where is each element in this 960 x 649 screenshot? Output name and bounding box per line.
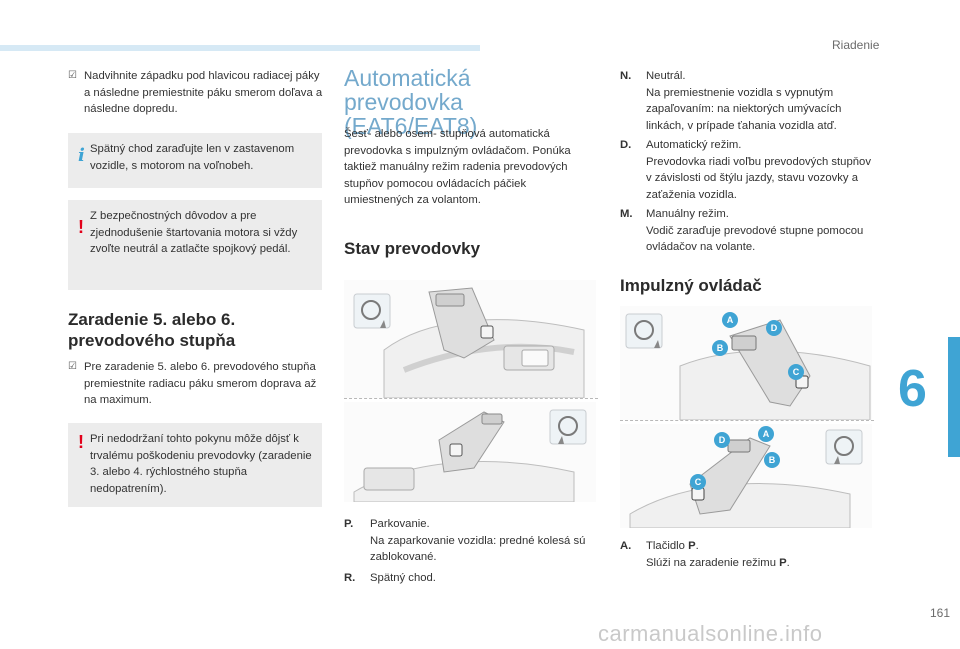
impulse-selector-illustration: A D B C (620, 424, 872, 529)
page-number: 161 (930, 606, 951, 620)
watermark: carmanualsonline.info (598, 621, 823, 646)
warning-note-text: Z bezpečnostných dôvodov a pre zjednoduš… (90, 210, 298, 255)
warning-note: ! Pri nedodržaní tohto pokynu môže dôjsť… (68, 423, 322, 507)
def-line2: Na zaparkovanie vozidla: predné kolesá s… (370, 534, 586, 564)
section-heading: Zaradenie 5. alebo 6. prevodového stupňa (68, 310, 236, 350)
impulse-selector-illustration: A D B C (620, 306, 872, 421)
bullet-gear: ☑ Pre zaradenie 5. alebo 6. prevodového … (68, 359, 324, 409)
label-a: A (758, 426, 774, 442)
def-line1: Automatický režim. (646, 139, 742, 151)
def-text: Tlačidlo (646, 540, 689, 552)
impulse-selector-drawing (625, 313, 871, 421)
def-bold: P (779, 556, 787, 569)
warning-icon: ! (78, 217, 84, 237)
bullet-icon: ☑ (68, 361, 77, 372)
chapter-number: 6 (898, 360, 927, 418)
gear-def-p: P. Parkovanie. Na zaparkovanie vozidla: … (344, 516, 598, 566)
label-a: A (722, 312, 738, 328)
figure-divider (620, 420, 874, 421)
def-key: A. (620, 540, 632, 552)
def-line2: Slúži na zaradenie režimu P. (646, 555, 874, 572)
def-line2: Vodič zaraďuje prevodové stupne pomocou … (646, 224, 864, 254)
def-line1: Manuálny režim. (646, 208, 729, 220)
button-def-a: A. Tlačidlo P. Slúži na zaradenie režimu… (620, 538, 874, 571)
info-note: i Spätný chod zaraďujte len v zastavenom… (68, 133, 322, 188)
page-title: Automatická prevodovka (EAT6/EAT8) (344, 65, 478, 139)
info-note-text: Spätný chod zaraďujte len v zastavenom v… (90, 143, 295, 172)
gear-selector-illustration (344, 280, 596, 399)
warning-note-text: Pri nedodržaní tohto pokynu môže dôjsť k… (90, 433, 312, 495)
label-b: B (712, 340, 728, 356)
def-text: Slúži na zaradenie režimu (646, 556, 780, 569)
label-c: C (690, 474, 706, 490)
def-line2: Na premiestnenie vozidla s vypnutým zapa… (646, 86, 842, 132)
def-key: M. (620, 208, 633, 220)
gear-selector-drawing (353, 287, 585, 399)
header-bar (0, 45, 480, 51)
intro-paragraph: Šesť- alebo osem- stupňová automatická p… (344, 128, 571, 206)
gear-selector-illustration (344, 402, 596, 503)
gear-selector-drawing (353, 409, 587, 503)
gear-def-n: N. Neutrál. Na premiestnenie vozidla s v… (620, 68, 874, 134)
def-line2: Prevodovka riadi voľbu prevodových stupň… (646, 155, 871, 201)
def-line1: Tlačidlo P. (646, 538, 874, 555)
bullet-lever: ☑ Nadvihnite západku pod hlavicou radiac… (68, 68, 324, 118)
gear-def-d: D. Automatický režim. Prevodovka riadi v… (620, 137, 874, 203)
chapter-title: Riadenie (832, 38, 880, 52)
def-key: D. (620, 139, 632, 151)
label-d: D (714, 432, 730, 448)
warning-icon: ! (78, 432, 84, 452)
info-icon: i (78, 145, 85, 166)
section-heading: Stav prevodovky (344, 239, 481, 258)
bullet-text: Pre zaradenie 5. alebo 6. prevodového st… (84, 361, 317, 406)
gear-def-m: M. Manuálny režim. Vodič zaraďuje prevod… (620, 206, 874, 256)
def-key: N. (620, 70, 632, 82)
chapter-tab: 6 (898, 337, 960, 457)
gear-def-r: R. Spätný chod. (344, 570, 598, 587)
def-text: . (786, 556, 790, 569)
def-line1: Neutrál. (646, 70, 686, 82)
def-bold: P (688, 540, 696, 552)
label-c: C (788, 364, 804, 380)
bullet-text: Nadvihnite západku pod hlavicou radiacej… (84, 70, 323, 115)
warning-note: ! Z bezpečnostných dôvodov a pre zjednod… (68, 200, 322, 290)
def-line1: Parkovanie. (370, 518, 430, 530)
chapter-stripe (948, 337, 960, 457)
def-key: R. (344, 572, 356, 584)
section-heading: Impulzný ovládač (620, 276, 762, 295)
def-text: . (695, 540, 699, 552)
def-key: P. (344, 518, 354, 530)
def-line1: Spätný chod. (370, 572, 436, 584)
bullet-icon: ☑ (68, 70, 77, 81)
label-b: B (764, 452, 780, 468)
impulse-selector-drawing (629, 429, 863, 529)
label-d: D (766, 320, 782, 336)
figure-divider (344, 398, 598, 399)
